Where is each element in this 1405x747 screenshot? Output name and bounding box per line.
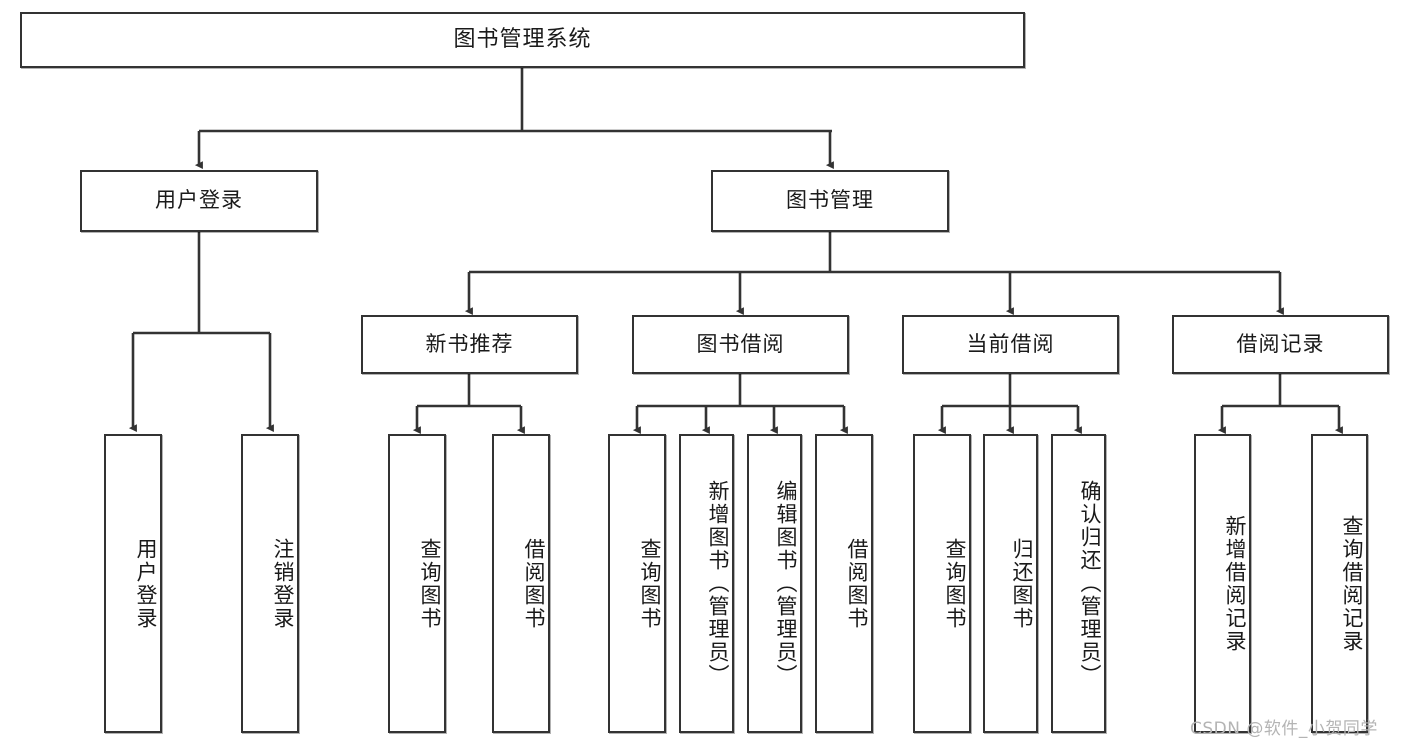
- leaf-add-record-label: 新增借阅记录: [1223, 514, 1247, 653]
- node-user-login[interactable]: 用户登录: [80, 170, 318, 232]
- node-current-borrow[interactable]: 当前借阅: [902, 315, 1119, 374]
- node-book-manage-label: 图书管理: [786, 188, 874, 213]
- leaf-user-login-label: 用户登录: [134, 537, 158, 630]
- node-new-book-rec-label: 新书推荐: [425, 331, 514, 356]
- leaf-borrow-book-1-label: 借阅图书: [522, 537, 546, 630]
- leaf-query-record-label: 查询借阅记录: [1340, 514, 1364, 653]
- leaf-add-book[interactable]: 新增图书（管理员）: [679, 434, 734, 733]
- leaf-add-book-label: 新增图书（管理员）: [706, 480, 730, 687]
- leaf-query-book-2[interactable]: 查询图书: [608, 434, 666, 733]
- leaf-add-record[interactable]: 新增借阅记录: [1194, 434, 1251, 733]
- node-borrow-record-label: 借阅记录: [1236, 331, 1325, 356]
- leaf-edit-book[interactable]: 编辑图书（管理员）: [747, 434, 802, 733]
- node-root-label: 图书管理系统: [453, 26, 592, 52]
- node-book-borrow[interactable]: 图书借阅: [632, 315, 849, 374]
- node-current-borrow-label: 当前借阅: [966, 331, 1055, 356]
- leaf-logout-label: 注销登录: [271, 537, 295, 630]
- leaf-edit-book-label: 编辑图书（管理员）: [774, 480, 798, 687]
- leaf-query-book-2-label: 查询图书: [638, 537, 662, 630]
- node-book-manage[interactable]: 图书管理: [711, 170, 949, 232]
- leaf-query-record[interactable]: 查询借阅记录: [1311, 434, 1368, 733]
- leaf-logout[interactable]: 注销登录: [241, 434, 299, 733]
- node-borrow-record[interactable]: 借阅记录: [1172, 315, 1389, 374]
- leaf-borrow-book-2[interactable]: 借阅图书: [815, 434, 873, 733]
- leaf-user-login[interactable]: 用户登录: [104, 434, 162, 733]
- leaf-query-book-1[interactable]: 查询图书: [388, 434, 446, 733]
- node-user-login-label: 用户登录: [155, 188, 243, 213]
- leaf-return-book[interactable]: 归还图书: [983, 434, 1038, 733]
- leaf-return-book-label: 归还图书: [1010, 537, 1034, 630]
- leaf-query-book-1-label: 查询图书: [418, 537, 442, 630]
- node-book-borrow-label: 图书借阅: [696, 331, 785, 356]
- leaf-query-book-3-label: 查询图书: [943, 537, 967, 630]
- leaf-confirm-return[interactable]: 确认归还（管理员）: [1051, 434, 1106, 733]
- leaf-borrow-book-1[interactable]: 借阅图书: [492, 434, 550, 733]
- node-root[interactable]: 图书管理系统: [20, 12, 1025, 68]
- watermark: CSDN @软件_小贺同学: [1190, 719, 1378, 739]
- leaf-query-book-3[interactable]: 查询图书: [913, 434, 971, 733]
- leaf-confirm-return-label: 确认归还（管理员）: [1078, 480, 1102, 687]
- node-new-book-rec[interactable]: 新书推荐: [361, 315, 578, 374]
- leaf-borrow-book-2-label: 借阅图书: [845, 537, 869, 630]
